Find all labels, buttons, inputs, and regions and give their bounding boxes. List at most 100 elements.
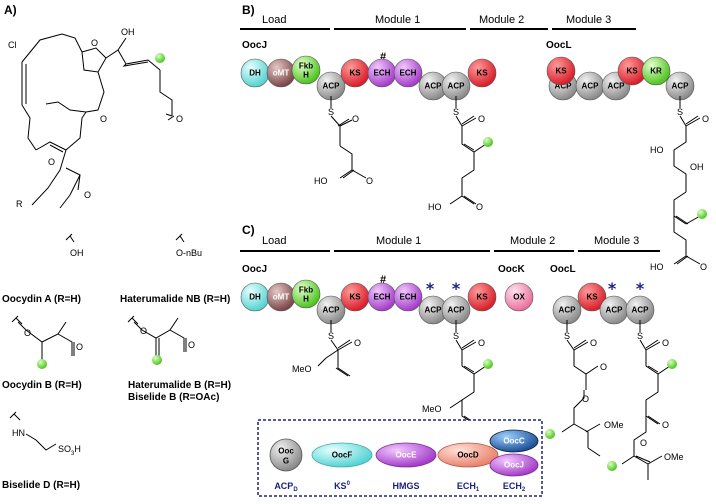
compound-biselide-d: Biselide D (R=H) [2,480,80,491]
ech-domain-circle [393,58,423,88]
chem-s-b3: S [677,107,683,117]
ks-domain: KS [467,282,497,312]
chem-oh-top: OH [121,27,135,37]
chem-o-c1: O [354,338,361,348]
legend-ooce-label: OocE [396,451,418,460]
chem-o-b2: O [478,114,485,124]
chem-o-b2b: O [476,202,483,212]
chem-o-oocb: O [24,328,31,338]
star-marker: * [426,279,435,298]
kr-domain-label: KR [650,67,662,76]
module-label-2-c: Module 2 [510,235,555,247]
legend-oocf-icon [311,442,373,468]
green-dot-icon [545,429,555,439]
chem-o-hatb: O [140,326,147,336]
chem-o-c3b: O [600,362,607,372]
chem-ome-c4: OMe [664,452,684,462]
acp-domain-label: ACP [425,306,443,315]
chem-s-c1: S [328,331,334,341]
fkb-domain-circle [291,279,321,309]
substituent-oh: OH [70,248,84,258]
acp-domain-label: ACP [323,306,341,315]
legend-oocd-label: OocD [457,451,479,460]
ks-domain-circle [467,282,497,312]
dh-domain-label: DH [249,293,261,302]
chem-o-b3b: O [700,262,707,272]
green-dot-icon [37,359,47,369]
green-dot-icon [483,137,493,147]
chem-s-c4: S [637,331,643,341]
legend-oocc-label: OocC [503,437,525,446]
protein-oocj-b: OocJ [242,40,267,51]
omt-domain: oMT [266,282,296,312]
acp-domain: ACP [665,71,695,101]
module-label-2: Module 2 [479,14,524,26]
acp-domain-label: ACP [632,306,650,315]
chem-oh-b3: OH [690,162,704,172]
chem-so3h: SO3H [58,444,81,457]
ks-domain-label: KS [555,67,567,76]
acp-domain: ACP [552,295,582,325]
chem-s-c2: S [453,331,459,341]
acp-domain: ACP [316,295,346,325]
ech-domain-label: ECH [400,293,417,302]
ks-domain-label: KS [476,69,488,78]
chem-o-c2: O [478,338,485,348]
ks-domain-circle [577,282,607,312]
green-dot-icon [152,355,162,365]
legend-oocd-icon [437,442,499,468]
substituent-obu: O-nBu [176,248,202,258]
fkb-domain-circle [291,55,321,85]
ech-domain: ECH [393,282,423,312]
chem-o-c4c: O [640,438,647,448]
acp-domain-label: ACP [448,82,466,91]
oocydin-core-structure [21,33,175,209]
obu-substituent [175,233,185,243]
omt-domain-label: oMT [273,69,290,78]
chem-cl: Cl [8,40,17,50]
green-dot-icon [483,359,493,369]
compound-oocydin-b: Oocydin B (R=H) [2,380,82,391]
chem-o-hatb2: O [188,340,195,350]
acp-domain: ACP [575,71,605,101]
chem-meo-c2: MeO [422,404,442,414]
green-dot-icon [697,209,707,219]
ox-domain-circle [504,282,534,312]
legend-items: Ooc G OocF OocE OocD OocC OocJ [269,429,539,477]
ks-domain-label: KS [586,293,598,302]
acp-domain-label: ACP [448,306,466,315]
chem-o-c3: O [590,338,597,348]
protein-oock-c: OocK [498,264,525,275]
green-dot-icon [667,359,677,369]
legend-ooc-g-line1: Ooc [278,447,294,456]
acp-domain-label: ACP [555,82,573,91]
green-dot-icon [155,53,165,63]
ech-domain-label: ECH [374,69,391,78]
panel-c-label: C) [242,223,255,237]
ox-domain: OX [504,282,534,312]
module-label-1: Module 1 [375,14,420,26]
legend-caption-ech1: ECH1 [457,481,480,493]
protein-oocl-b: OocL [546,40,572,51]
legend-caption-hmgs: HMGS [393,481,420,491]
compound-biselide-b: Biselide B (R=OAc) [128,392,219,403]
protein-oocl-c: OocL [550,264,576,275]
haterumalide-b-sidechain [127,315,187,365]
chem-o-c3c: O [582,394,589,404]
dh-domain: DH [240,282,270,312]
chem-o-acetate2: O [84,190,91,200]
green-dot-icon [607,461,617,471]
ks-domain: KS [577,282,607,312]
legend-oocf-label: OocF [332,451,353,460]
chem-o-b3: O [702,114,709,124]
chain-c-load [317,320,353,377]
legend-ooce-icon [375,442,437,468]
ox-domain-label: OX [513,293,525,302]
panel-b-label: B) [242,3,255,17]
chain-c-module3 [607,320,677,480]
ks-domain-label: KS [349,293,361,302]
chain-b-module1 [449,96,493,205]
module-label-load: Load [262,14,286,26]
legend-caption-ks0: KS0 [334,481,351,491]
